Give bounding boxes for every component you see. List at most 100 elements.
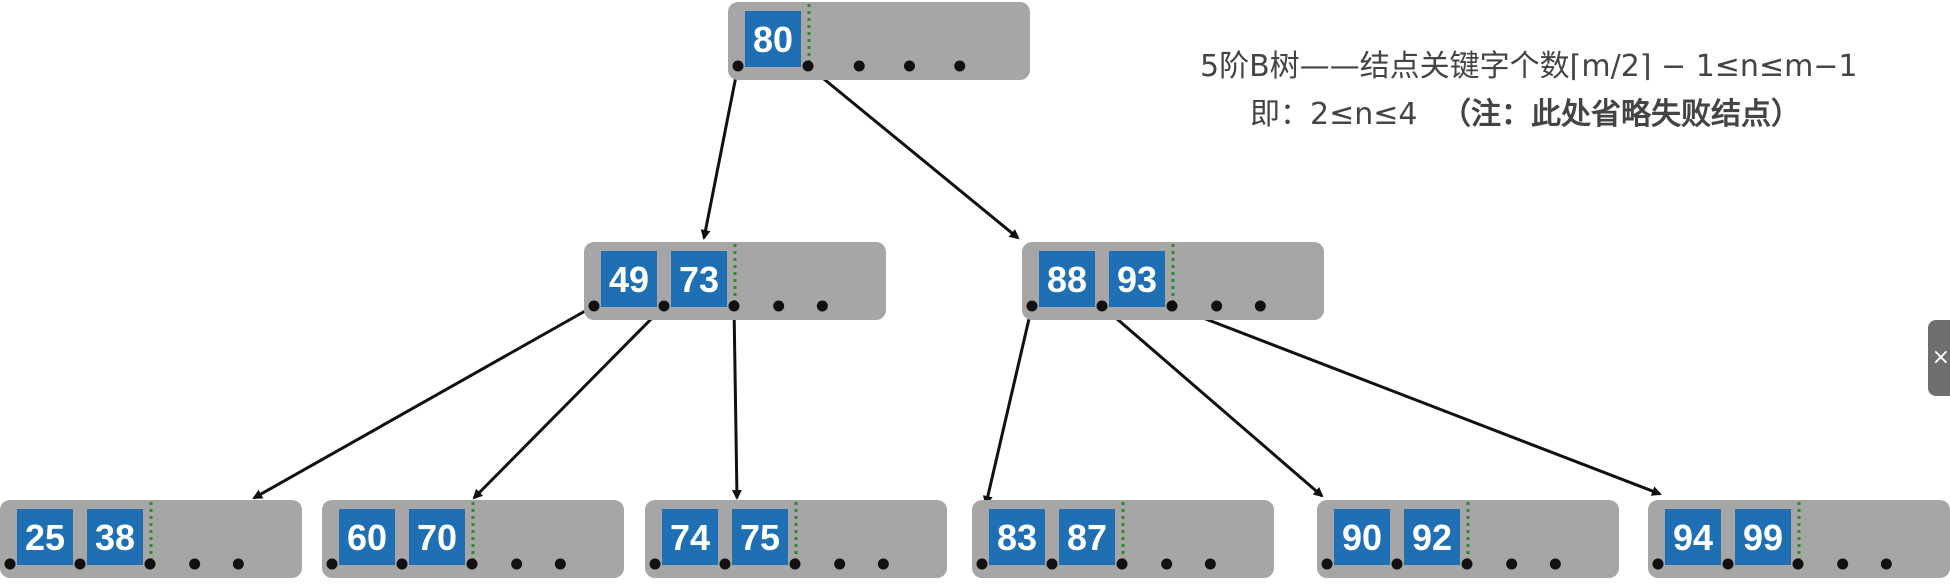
- leaf-node: 94 99: [1648, 500, 1950, 578]
- leaf-node-pointer-dot: [1391, 558, 1403, 570]
- internal-node-pointer-dot: [816, 300, 828, 312]
- close-icon[interactable]: ×: [1931, 345, 1950, 370]
- root-node-key-box: [745, 11, 801, 67]
- leaf-node-key-box: [339, 509, 395, 565]
- internal-node-key-box: [1109, 251, 1165, 307]
- leaf-node-pointer-dot: [1046, 558, 1058, 570]
- edge-internal-to-leaf: [252, 304, 595, 500]
- leaf-node-pointer-dot: [1116, 558, 1128, 570]
- internal-node-key: 88: [1047, 259, 1087, 300]
- leaf-node-pointer-dot: [1652, 558, 1664, 570]
- leaf-node-pointer-dot: [144, 558, 156, 570]
- leaf-node-key: 90: [1342, 517, 1382, 558]
- leaf-node-key: 83: [997, 517, 1037, 558]
- edge-internal-to-leaf: [1101, 304, 1324, 498]
- leaf-node-key-box: [1334, 509, 1390, 565]
- leaf-node-pointer-dot: [1880, 558, 1892, 570]
- internal-node-key: 93: [1117, 259, 1157, 300]
- leaf-node-pointer-dot: [1204, 558, 1216, 570]
- leaf-node-pointer-dot: [1321, 558, 1333, 570]
- note-line-2: 即：2≤n≤4 （注：此处省略失败结点）: [1250, 97, 1801, 132]
- leaf-node-key: 92: [1412, 517, 1452, 558]
- leaf-node-pointer-dot: [976, 558, 988, 570]
- leaf-node-key: 70: [417, 517, 457, 558]
- side-panel-toggle[interactable]: ×: [1928, 320, 1950, 396]
- internal-node-key-box: [601, 251, 657, 307]
- leaf-node-pointer-dot: [834, 558, 846, 570]
- leaf-node-pointer-dot: [1549, 558, 1561, 570]
- leaf-node-pointer-dot: [511, 558, 523, 570]
- leaf-node-pointer-dot: [189, 558, 201, 570]
- leaf-node-key-box: [989, 509, 1045, 565]
- internal-node-key-box: [671, 251, 727, 307]
- leaf-node-pointer-dot: [877, 558, 889, 570]
- leaf-node-key-box: [409, 509, 465, 565]
- edge-root-to-right: [807, 64, 1020, 240]
- leaf-node: 25 38: [0, 500, 302, 578]
- leaf-node-pointer-dot: [4, 558, 16, 570]
- leaf-node-pointer-dot: [1161, 558, 1173, 570]
- internal-node-pointer-dot: [1166, 300, 1178, 312]
- internal-node-pointer-dot: [728, 300, 740, 312]
- leaf-node-pointer-dot: [1461, 558, 1473, 570]
- edge-root-to-left: [700, 65, 740, 240]
- leaf-node-key-box: [1665, 509, 1721, 565]
- note-line-2-prefix: 即：2≤n≤4: [1250, 97, 1417, 132]
- leaf-node-key-box: [1404, 509, 1460, 565]
- leaf-node-key: 99: [1743, 517, 1783, 558]
- internal-node-pointer-dot: [1254, 300, 1266, 312]
- internal-node: 49 73: [584, 242, 886, 320]
- root-node-pointer-dot: [954, 60, 966, 72]
- leaf-node-pointer-dot: [326, 558, 338, 570]
- leaf-node-pointer-dot: [232, 558, 244, 570]
- leaf-node: 74 75: [645, 500, 947, 578]
- leaf-node-pointer-dot: [1506, 558, 1518, 570]
- leaf-node-key-box: [662, 509, 718, 565]
- internal-node: 88 93: [1022, 242, 1324, 320]
- internal-node-key: 73: [679, 259, 719, 300]
- root-node-pointer-dot: [802, 60, 814, 72]
- leaf-node-key-box: [1735, 509, 1791, 565]
- leaf-node-pointer-dot: [1837, 558, 1849, 570]
- internal-node-pointer-dot: [1026, 300, 1038, 312]
- internal-node-pointer-dot: [658, 300, 670, 312]
- leaf-node-pointer-dot: [466, 558, 478, 570]
- leaf-node-key: 75: [740, 517, 780, 558]
- root-node-body: [728, 2, 1030, 80]
- tree-edges: [252, 64, 1662, 506]
- internal-node-key: 49: [609, 259, 649, 300]
- internal-node-pointer-dot: [1096, 300, 1108, 312]
- leaf-node-pointer-dot: [554, 558, 566, 570]
- leaf-node-pointer-dot: [719, 558, 731, 570]
- leaf-node-key: 94: [1673, 517, 1713, 558]
- leaf-node-pointer-dot: [1722, 558, 1734, 570]
- leaf-node-key: 38: [95, 517, 135, 558]
- leaf-node: 90 92: [1317, 500, 1619, 578]
- leaf-node-key: 25: [25, 517, 65, 558]
- leaf-node-pointer-dot: [649, 558, 661, 570]
- root-node-key: 80: [753, 19, 793, 60]
- root-node-pointer-dot: [732, 60, 744, 72]
- leaf-node-pointer-dot: [789, 558, 801, 570]
- note-line-1: 5阶B树——结点关键字个数⌈m/2⌉ − 1≤n≤m−1: [1200, 49, 1858, 84]
- root-node: 80: [728, 2, 1030, 80]
- edge-internal-to-leaf: [731, 305, 742, 500]
- internal-node-pointer-dot: [773, 300, 785, 312]
- leaf-node-key-box: [17, 509, 73, 565]
- leaf-node-pointer-dot: [1792, 558, 1804, 570]
- internal-node-key-box: [1039, 251, 1095, 307]
- leaf-node-key: 60: [347, 517, 387, 558]
- leaf-node-key-box: [1059, 509, 1115, 565]
- root-node-pointer-dot: [904, 60, 915, 72]
- leaf-node-key-box: [732, 509, 788, 565]
- internal-node-pointer-dot: [1211, 300, 1223, 312]
- leaf-node-pointer-dot: [74, 558, 86, 570]
- leaf-node-pointer-dot: [396, 558, 408, 570]
- edge-internal-to-leaf: [472, 304, 666, 500]
- edge-internal-to-leaf: [1171, 304, 1662, 496]
- leaf-node-key-box: [87, 509, 143, 565]
- note-line-2-remark: （注：此处省略失败结点）: [1441, 97, 1801, 132]
- leaf-node-key: 74: [670, 517, 710, 558]
